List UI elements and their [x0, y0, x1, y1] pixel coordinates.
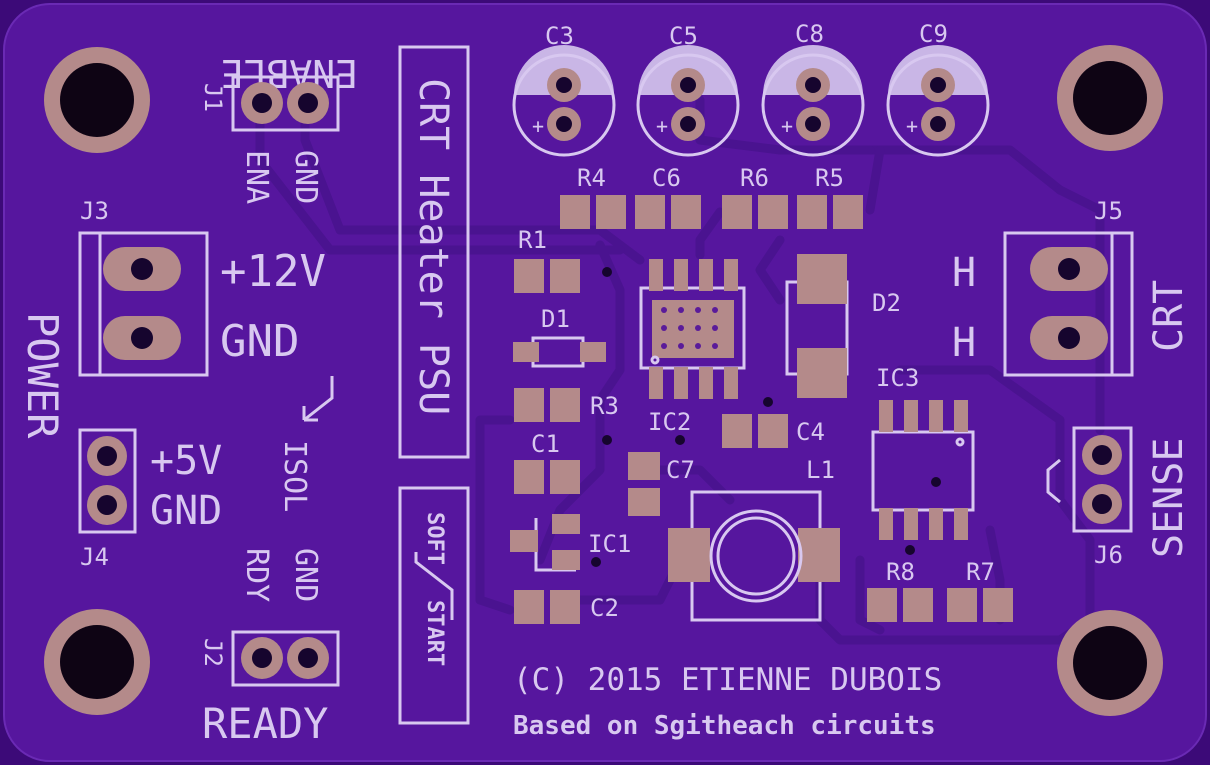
credits-text: Based on Sgitheach circuits [513, 711, 936, 741]
c7-label: C7 [666, 456, 695, 484]
j3-pin1-label: +12V [220, 246, 326, 297]
ic2-label: IC2 [648, 408, 691, 436]
r6-label: R6 [740, 164, 769, 192]
cap-c9-label: C9 [919, 20, 948, 48]
j1-pin2-label: GND [288, 150, 323, 204]
isol-marker: ISOL [277, 376, 334, 512]
connector-j6: J6 SENSE [1046, 426, 1192, 569]
j4-pin2-label: GND [150, 488, 222, 534]
j2-ref: J2 [199, 638, 227, 667]
j1-ref: J1 [199, 83, 227, 112]
r5-label: R5 [815, 164, 844, 192]
connector-j1: ENABLE J1 ENA GND [199, 51, 358, 204]
c3-plus: + [532, 114, 544, 138]
sense-label: SENSE [1146, 438, 1192, 558]
r4-label: R4 [577, 164, 606, 192]
j3-pin2-label: GND [220, 316, 299, 367]
ic3-label: IC3 [876, 364, 919, 392]
l1-label: L1 [806, 456, 835, 484]
c4-label: C4 [796, 418, 825, 446]
j6-ref: J6 [1094, 541, 1123, 569]
j4-pin1-label: +5V [150, 438, 222, 484]
cap-c8-label: C8 [795, 20, 824, 48]
smd-column-left: R1 D1 R3 C1 IC1 C2 [510, 226, 631, 624]
l1: L1 [668, 456, 840, 622]
isol-label: ISOL [277, 440, 312, 512]
d2-label: D2 [872, 289, 901, 317]
mounting-holes [44, 45, 1163, 716]
r8-label: R8 [886, 558, 915, 586]
connector-j5: J5 H H CRT [952, 197, 1192, 377]
crt-label: CRT [1146, 280, 1192, 352]
j5-ref: J5 [1094, 197, 1123, 225]
power-label: POWER [18, 312, 67, 439]
r7-label: R7 [966, 558, 995, 586]
soft-start-box: SOFT START [398, 486, 470, 725]
ic3: IC3 [871, 364, 975, 555]
j1-pin1-label: ENA [239, 150, 274, 204]
c8-plus: + [781, 114, 793, 138]
d2: D2 [785, 254, 901, 398]
c1-label: C1 [531, 430, 560, 458]
j3-ref: J3 [80, 197, 109, 225]
connector-j4: +5V GND J4 [78, 428, 222, 571]
start-label: START [422, 600, 447, 666]
connector-j3: J3 +12V GND POWER [18, 197, 326, 439]
j2-pin1-label: RDY [239, 548, 274, 602]
j1-title: ENABLE [221, 51, 358, 95]
connector-j2: RDY GND J2 READY [199, 548, 340, 748]
d1-label: D1 [541, 305, 570, 333]
soft-label: SOFT [422, 512, 447, 565]
ic1-label: IC1 [588, 530, 631, 558]
j5-pin1-label: H [952, 250, 976, 296]
j4-ref: J4 [80, 543, 109, 571]
c7: C7 [628, 452, 695, 516]
c4: C4 [722, 397, 825, 448]
title-box: CRT Heater PSU [398, 45, 470, 459]
smd-row-top: R4 C6 R6 R5 [560, 164, 863, 229]
board-title: CRT Heater PSU [410, 78, 456, 415]
r8-r7: R8 R7 [867, 558, 1013, 622]
c2-label: C2 [590, 594, 619, 622]
c5-plus: + [656, 114, 668, 138]
board-substrate [3, 3, 1207, 762]
copper-traces [255, 95, 1105, 645]
copyright-text: (C) 2015 ETIENNE DUBOIS [513, 662, 942, 698]
electrolytic-caps: C3 + C5 + C8 + C9 [512, 20, 990, 157]
ic2: IC2 [639, 259, 746, 445]
r1-label: R1 [518, 226, 547, 254]
j2-title: READY [202, 699, 328, 748]
r3-label: R3 [590, 392, 619, 420]
j2-pin2-label: GND [288, 548, 323, 602]
c6-label: C6 [652, 164, 681, 192]
j5-pin2-label: H [952, 320, 976, 366]
c9-plus: + [906, 114, 918, 138]
